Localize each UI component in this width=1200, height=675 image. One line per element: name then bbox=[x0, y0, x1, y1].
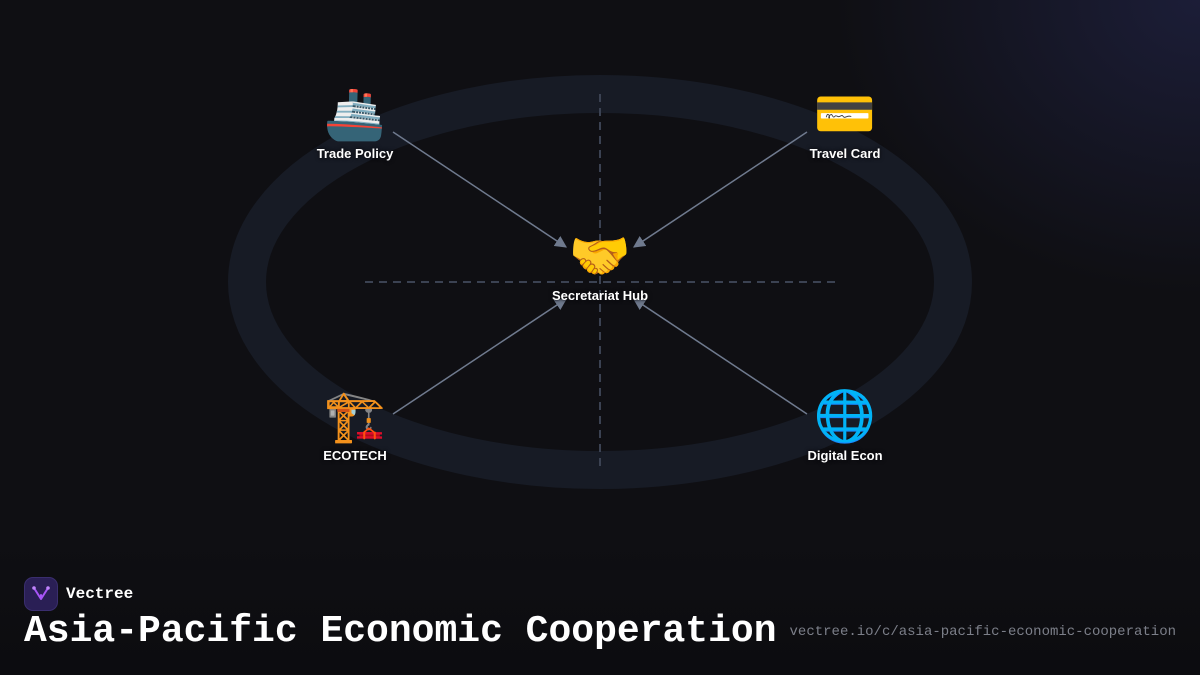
globe-icon: 🌐 bbox=[813, 387, 877, 445]
page-title: Asia-Pacific Economic Cooperation bbox=[24, 610, 777, 653]
arrow-trade-policy bbox=[392, 131, 567, 248]
node-label: ECOTECH bbox=[323, 448, 387, 463]
arrow-ecotech bbox=[392, 298, 567, 415]
node-trade-policy[interactable]: 🚢 Trade Policy bbox=[275, 84, 435, 161]
node-label: Secretariat Hub bbox=[551, 288, 649, 303]
node-label: Digital Econ bbox=[807, 448, 883, 463]
brand: Vectree bbox=[24, 577, 133, 611]
vectree-logo-icon bbox=[24, 577, 58, 611]
source-url[interactable]: vectree.io/c/asia-pacific-economic-coope… bbox=[789, 624, 1176, 640]
arrow-digital-econ bbox=[633, 298, 808, 415]
node-digital-econ[interactable]: 🌐 Digital Econ bbox=[765, 386, 925, 463]
node-label: Trade Policy bbox=[316, 146, 394, 161]
handshake-icon: 🤝 bbox=[568, 227, 632, 285]
credit-card-icon: 💳 bbox=[813, 85, 877, 143]
node-travel-card[interactable]: 💳 Travel Card bbox=[765, 84, 925, 161]
node-label: Travel Card bbox=[809, 146, 881, 161]
arrow-travel-card bbox=[633, 131, 808, 248]
ship-icon: 🚢 bbox=[323, 85, 387, 143]
construction-crane-icon: 🏗️ bbox=[323, 387, 387, 445]
node-secretariat-hub[interactable]: 🤝 Secretariat Hub bbox=[520, 226, 680, 303]
brand-name: Vectree bbox=[66, 585, 134, 603]
node-ecotech[interactable]: 🏗️ ECOTECH bbox=[275, 386, 435, 463]
